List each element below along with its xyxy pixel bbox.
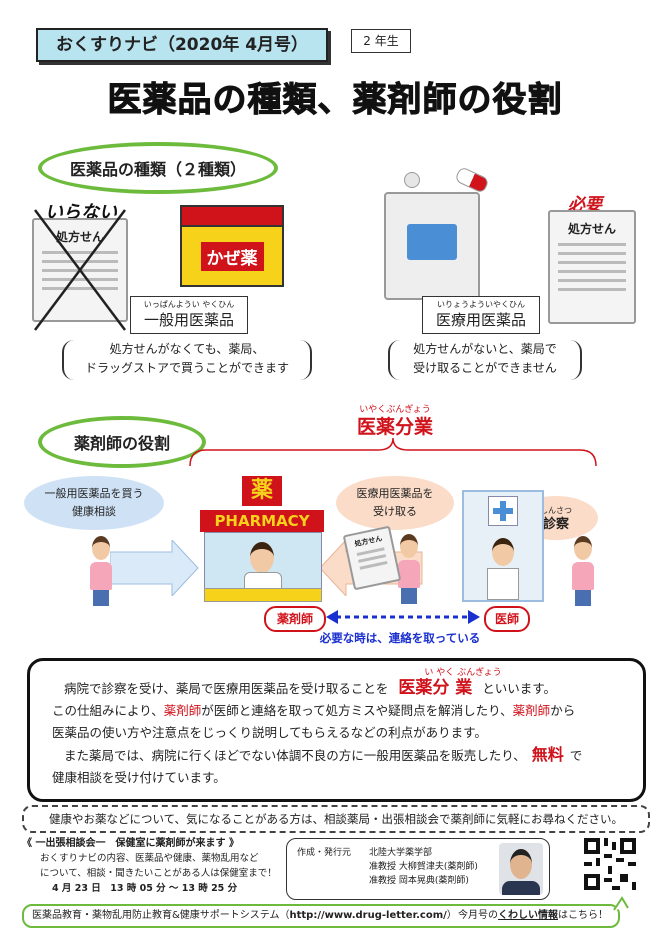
cross-mark-icon [34,209,126,331]
section-title-medicine-types: 医薬品の種類（２種類） [38,142,278,194]
otc-desc-line2: ドラッグストアで買うことができます [84,361,289,375]
otc-description: 処方せんがなくても、薬局、 ドラッグストアで買うことができます [62,340,312,380]
info-line1-pre: 病院で診察を受け、薬局で医療用医薬品を受け取ることを [64,681,389,696]
footer-paren: ） [446,910,457,921]
info-line4-post: で [569,748,583,763]
info-line2-post: から [550,703,576,718]
info-term: 医薬分 業 [398,678,473,698]
footer-detail-link[interactable]: くわしい情報 [498,910,558,921]
pharmacy-building-icon: 薬 PHARMACY [200,476,324,602]
section-title-text: 医薬品の種類（２種類） [69,160,246,179]
rx-label: 医療用医薬品 [435,311,526,329]
explanation-box: い やく ぶんぎょう 病院で診察を受け、薬局で医療用医薬品を受け取ることを 医薬… [27,658,646,802]
info-line2-mid: が医師と連絡を取って処方ミスや疑問点を解消したり、 [201,703,513,718]
page-title: 医薬品の種類、薬剤師の役割 [107,80,563,121]
section-title-text-2: 薬剤師の役割 [73,434,170,453]
info-ruby: い やく ぶんぎょう [424,668,502,678]
consult-event: 《 一出張相談会一 保健室に薬剤師が来ます 》 おくすりナビの内容、医薬品や健康… [22,836,284,898]
info-line2-pre: この仕組みにより、 [52,703,164,718]
consult-title: 《 一出張相談会一 保健室に薬剤師が来ます 》 [22,838,239,849]
consult-line1: おくすりナビの内容、医薬品や健康、薬物乱用など [40,853,259,864]
pharmacist-figure [250,542,274,573]
not-needed-label: いらない [45,202,117,223]
qr-code-icon[interactable] [584,838,636,890]
footer-right-pre: 今月号の [458,910,498,921]
pharmacist-tag: 薬剤師 [264,606,326,632]
connection-arrow-icon [326,610,480,624]
pill-icon [404,172,420,188]
contact-note: 必要な時は、連絡を取っている [319,631,481,645]
author-photo [499,843,543,895]
prescription-title-2: 処方せん [567,222,616,236]
info-line4-pre: また薬局では、病院に行くほどでない体調不良の方に一般用医薬品を販売したり、 [64,748,526,763]
rx-ruby: いりょうよういやくひん [437,300,525,309]
publisher-box: 作成・発行元 北陸大学薬学部 准教授 大柳賀津夫(薬剤師) 准教授 岡本晃典(薬… [286,838,550,900]
capsule-icon [454,165,490,195]
shinsatsu-label: 診察 [542,517,569,532]
otc-desc-line1: 処方せんがなくても、薬局、 [109,342,265,356]
newsletter-title: おくすりナビ（2020年 4月号） [36,28,328,62]
bunri-brace-icon [189,437,597,467]
consult-line2: について、相談・聞きたいことがある人は保健室まで！ [40,868,277,879]
cold-medicine-label: かぜ薬 [200,241,264,271]
consult-time: 4 月 23 日 13 時 05 分 ～ 13 時 25 分 [52,883,238,894]
rx-desc-line2: 受け取ることができません [413,361,557,375]
publisher-person2: 准教授 岡本晃典(薬剤師) [369,876,469,886]
otc-bubble: 一般用医薬品を買う 健康相談 [24,476,164,530]
bunri-ruby: いやくぶんぎょう [359,405,431,415]
speech-tail-icon [613,896,629,911]
kusuri-sign: 薬 [242,476,282,506]
hospital-building-icon [462,490,544,602]
info-line2-red1: 薬剤師 [163,703,202,718]
shinsatsu-ruby: しんさつ [540,506,572,515]
cold-medicine-box-icon: かぜ薬 [180,205,284,287]
arrow-to-pharmacy-icon [110,540,199,596]
rx-description: 処方せんがないと、薬局で 受け取ることができません [388,340,582,380]
prescription-small-icon: 処方せん [342,525,402,591]
otc-label: 一般用医薬品 [143,311,234,329]
footer-right-post: はこちら！ [558,910,608,921]
patient-person-icon-3 [570,536,596,606]
rx-bubble-line1: 医療用医薬品を [356,487,434,500]
info-line1-post: といいます。 [482,681,557,696]
info-line2-red2: 薬剤師 [512,703,551,718]
otc-bubble-line1: 一般用医薬品を買う [44,487,144,500]
medicine-bag-icon [384,192,480,300]
publisher-org: 北陸大学薬学部 [369,848,433,858]
footer-bar: 医薬品教育・薬物乱用防止教育&健康サポートシステム（http://www.dru… [22,904,620,928]
rx-desc-line1: 処方せんがないと、薬局で [413,342,557,356]
footer-system-label: 医薬品教育・薬物乱用防止教育&健康サポートシステム（ [32,910,290,921]
prescription-doc: 処方せん [548,210,636,324]
grade-label: 2 年生 [351,29,411,53]
bunri-heading: 医薬分業 [356,416,433,438]
publisher-person1: 准教授 大柳賀津夫(薬剤師) [369,862,478,872]
pharmacy-sign: PHARMACY [200,510,324,532]
consult-notice: 健康やお薬などについて、気になることがある方は、相談薬局・出張相談会で薬剤師に気… [22,805,650,833]
rx-bubble: 医療用医薬品を 受け取る [336,476,454,530]
prescription-title: 処方せん [55,230,104,244]
otc-ruby: いっぱんようい やくひん [143,300,235,309]
rx-label-box: いりょうよういやくひん 医療用医薬品 [422,296,540,334]
rx-bubble-line2: 受け取る [373,505,417,518]
section-title-pharmacist-role: 薬剤師の役割 [38,416,206,468]
otc-label-box: いっぱんようい やくひん 一般用医薬品 [130,296,248,334]
otc-bubble-line2: 健康相談 [72,505,116,518]
publisher-label: 作成・発行元 [297,848,352,858]
info-line3: 医薬品の使い方や注意点をじっくり説明してもらえるなどの利点があります。 [52,725,487,740]
info-line5: 健康相談を受け付けています。 [52,770,226,785]
patient-person-icon [88,536,114,606]
info-free: 無料 [531,745,564,764]
doctor-tag: 医師 [484,606,530,632]
patient-person-icon-2 [396,534,422,604]
footer-url-link[interactable]: http://www.drug-letter.com/ [289,910,447,921]
doctor-figure [492,538,514,566]
